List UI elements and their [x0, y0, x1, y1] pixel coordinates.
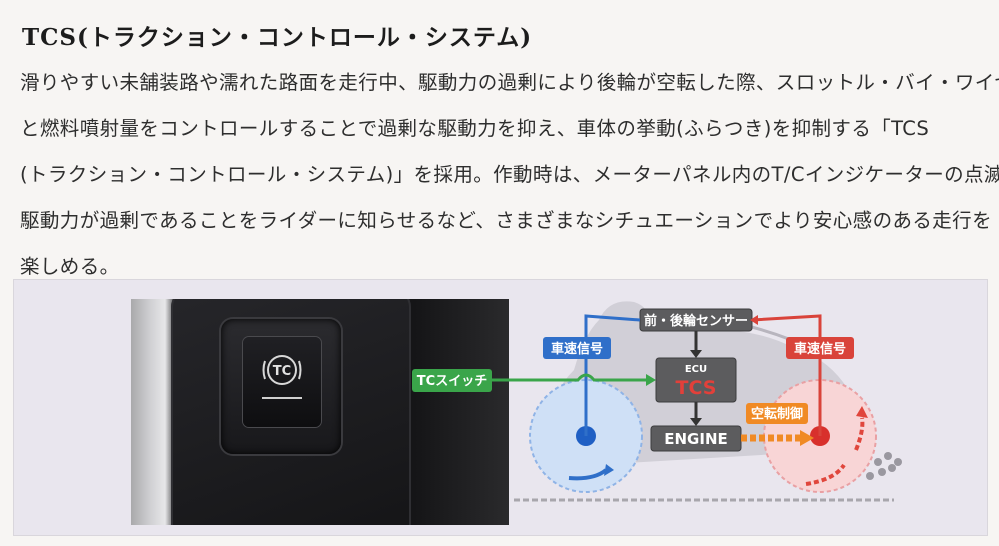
tcs-system-diagram: 前・後輪センサー 車速信号 車速信号 ECU TCS ENGINE 空転制御 T… [412, 301, 902, 502]
tc-button-label: TC [273, 364, 291, 379]
rear-speed-label-box [786, 337, 854, 359]
front-speed-signal-label: 車速信号 [551, 341, 603, 357]
paragraph-line: 滑りやすい未舗装路や濡れた路面を走行中、駆動力の過剰により後輪が空転した際、スロ… [20, 71, 999, 94]
rear-wheel-spin-arrow [805, 463, 846, 486]
ecu-tcs-label: TCS [676, 377, 717, 399]
tc-switch-arrowhead [646, 374, 656, 386]
paragraph-line: 駆動力が過剰であることをライダーに知らせるなど、さまざまなシチュエーションでより… [20, 209, 992, 232]
tc-switch-label: TCスイッチ [417, 374, 487, 389]
rear-speed-signal-label: 車速信号 [794, 341, 846, 357]
front-speed-signal-line [584, 314, 641, 436]
tc-switch-button [243, 337, 321, 427]
rear-signal-arrowhead [750, 315, 758, 325]
rear-spin-arrowhead [856, 406, 868, 418]
sensor-to-ecu-arrowhead [690, 350, 702, 358]
paragraph-line: 楽しめる。 [20, 255, 120, 278]
tc-switch-signal-line [492, 373, 648, 382]
spin-control-arrowhead [800, 430, 814, 446]
engine-label: ENGINE [664, 430, 728, 448]
tc-switch-photo: TC [131, 299, 509, 525]
description-paragraph: 滑りやすい未舗装路や濡れた路面を走行中、駆動力の過剰により後輪が空転した際、スロ… [20, 60, 999, 290]
paragraph-line: (トラクション・コントロール・システム)」を採用。作動時は、メーターパネル内のT… [20, 163, 999, 186]
rear-wheel-spin-arrow-upper [854, 417, 865, 451]
tc-switch-label-box [412, 369, 492, 392]
front-rotation-arrowhead [604, 464, 614, 476]
front-speed-label-box [543, 337, 611, 359]
sensor-label: 前・後輪センサー [644, 313, 748, 329]
tcs-figure: TC 前・後輪センサー 車速信号 [13, 279, 988, 536]
front-wheel-rotation-arrow [568, 468, 608, 481]
spin-control-label: 空転制御 [751, 406, 803, 422]
rear-speed-signal-line [751, 314, 822, 436]
page-title: TCS(トラクション・コントロール・システム) [22, 24, 533, 51]
debris-dots [866, 452, 902, 480]
spin-control-label-box [746, 403, 808, 424]
ecu-to-engine-arrowhead [690, 418, 702, 426]
ecu-small-label: ECU [685, 364, 707, 375]
traction-control-icon: TC [262, 355, 302, 385]
tc-icon-baseline [262, 397, 302, 405]
paragraph-line: と燃料噴射量をコントロールすることで過剰な駆動力を抑え、車体の挙動(ふらつき)を… [20, 117, 930, 140]
